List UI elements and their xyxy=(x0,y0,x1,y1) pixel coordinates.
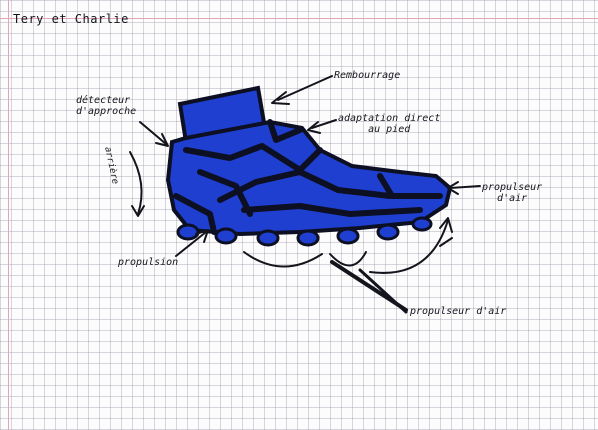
label-adaptation: adaptation direct au pied xyxy=(338,113,440,135)
label-propulsion: propulsion xyxy=(118,257,178,268)
arrow-detecteur xyxy=(140,122,166,144)
arc-propulsion-left xyxy=(244,252,322,267)
label-detecteur: détecteur d'approche xyxy=(76,95,136,117)
label-propulseur-air-sole: propulseur d'air xyxy=(410,306,506,317)
arrow-rembourrage xyxy=(278,76,332,100)
arrow-apres xyxy=(130,152,142,214)
arrow-propulseurs-air-2 xyxy=(360,270,406,312)
label-propulseur-air-heel: propulseur d'air xyxy=(482,182,542,204)
arrow-propulseur-air xyxy=(450,186,480,188)
arrow-heel-air xyxy=(440,238,452,246)
label-rembourrage: Rembourrage xyxy=(334,70,400,81)
page-title: Tery et Charlie xyxy=(13,14,129,25)
